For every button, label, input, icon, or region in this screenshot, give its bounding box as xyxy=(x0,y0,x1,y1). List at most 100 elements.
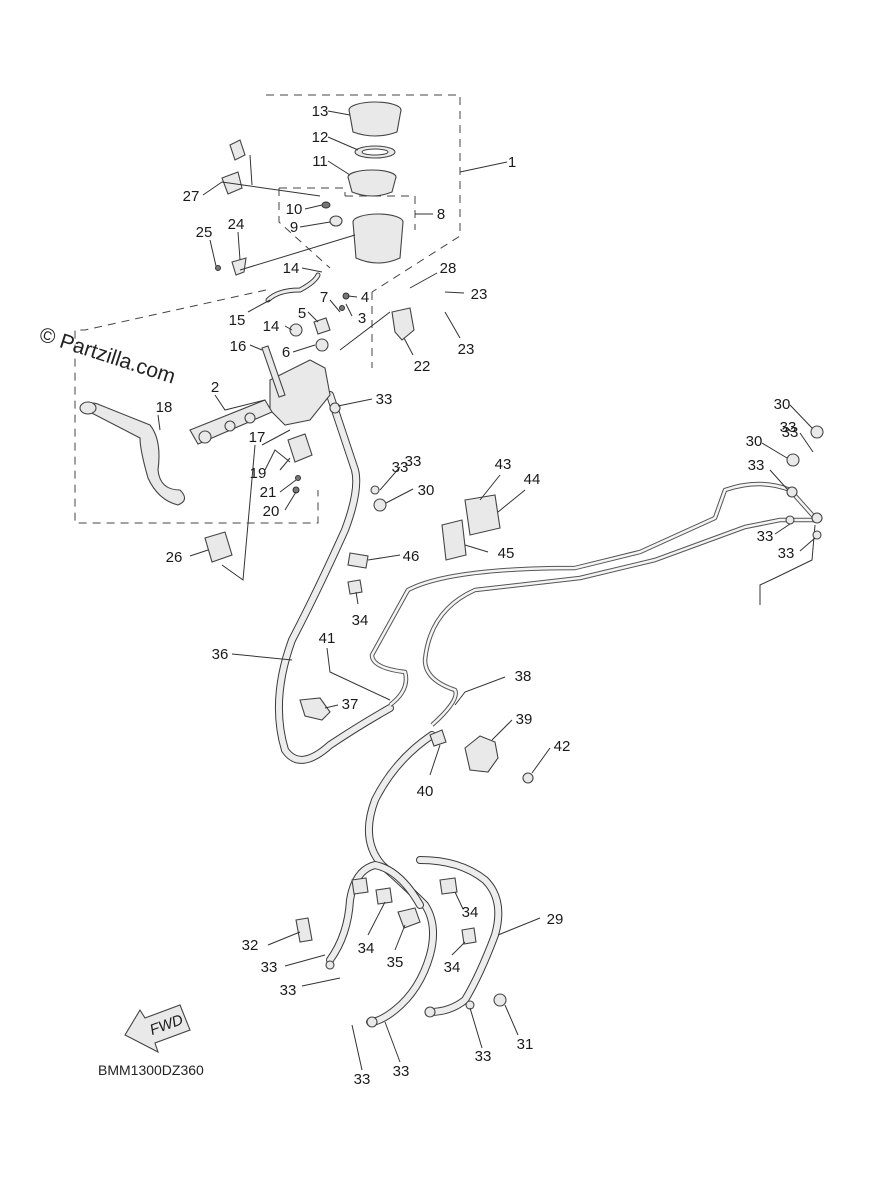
callout: 34 xyxy=(358,940,375,957)
callout: 41 xyxy=(319,630,336,647)
callout: 9 xyxy=(290,219,298,236)
union-bolt-6 xyxy=(315,338,329,352)
callout: 19 xyxy=(250,465,267,482)
callout: 44 xyxy=(524,471,541,488)
master-cylinder-group-box xyxy=(74,289,373,524)
callout: 33 xyxy=(780,419,797,436)
callout: 37 xyxy=(342,696,359,713)
watermark-group: © Partzilla.com xyxy=(37,323,179,389)
callout: 33 xyxy=(354,1071,371,1088)
clamp-34c xyxy=(375,887,393,905)
brake-pipe-38a xyxy=(369,481,817,707)
callout: 11 xyxy=(312,153,328,170)
callout: 5 xyxy=(298,305,306,322)
callout: 12 xyxy=(312,129,329,146)
callout: 16 xyxy=(230,338,247,355)
callout: 33 xyxy=(393,1063,410,1080)
reservoir-subgroup-box xyxy=(278,187,416,269)
nut-14b xyxy=(289,323,303,337)
damper-45 xyxy=(441,519,467,561)
callout: 43 xyxy=(495,456,512,473)
callout: 39 xyxy=(516,711,533,728)
grommet-10 xyxy=(321,201,331,209)
callout: 23 xyxy=(471,286,488,303)
clamp-34a xyxy=(347,579,363,595)
bracket-40 xyxy=(429,729,447,747)
callout: 7 xyxy=(320,289,328,306)
callout: 17 xyxy=(249,429,266,446)
callout: 36 xyxy=(212,646,229,663)
callout: 35 xyxy=(387,954,404,971)
fwd-arrow-icon xyxy=(124,1004,191,1054)
callout: 1 xyxy=(508,154,516,171)
brake-lines xyxy=(274,391,817,1026)
callout: 8 xyxy=(437,206,445,223)
bracket-24 xyxy=(231,257,247,276)
callout: 30 xyxy=(746,433,763,450)
screw-20 xyxy=(292,486,300,494)
callout: 18 xyxy=(156,399,173,416)
callout: 6 xyxy=(282,344,290,361)
clamp-37 xyxy=(299,697,331,721)
callout: 42 xyxy=(554,738,571,755)
callout: 29 xyxy=(547,911,564,928)
union-bolt-30c xyxy=(786,453,800,467)
callout: 10 xyxy=(286,201,303,218)
callout: 14 xyxy=(283,260,300,277)
switch-19 xyxy=(287,433,313,463)
screw-25 xyxy=(215,265,221,271)
callout: 33 xyxy=(757,528,774,545)
callout: 2 xyxy=(211,379,219,396)
callout: 40 xyxy=(417,783,434,800)
callout: 30 xyxy=(774,396,791,413)
bracket-43 xyxy=(464,494,501,536)
screw-7 xyxy=(339,305,345,311)
callouts: 1 2 3 4 5 6 7 8 9 10 11 12 13 14 14 15 1… xyxy=(156,103,799,1088)
callout: 14 xyxy=(263,318,280,335)
callout: 33 xyxy=(475,1048,492,1065)
callout: 22 xyxy=(414,358,431,375)
callout: 26 xyxy=(166,549,183,566)
clamp-34b xyxy=(351,877,369,895)
callout: 34 xyxy=(444,959,461,976)
callout: 33 xyxy=(261,959,278,976)
bracket-22 xyxy=(391,307,415,341)
callout: 24 xyxy=(228,216,245,233)
group-outlines xyxy=(74,94,461,524)
leader-lines xyxy=(157,110,816,1071)
callout: 33 xyxy=(405,453,422,470)
callout: 32 xyxy=(242,937,259,954)
callout: 34 xyxy=(462,904,479,921)
callout: 33 xyxy=(376,391,393,408)
reservoir-assembly xyxy=(215,101,404,303)
clamp-34e xyxy=(461,927,477,945)
callout: 20 xyxy=(263,503,280,520)
callout: 13 xyxy=(312,103,329,120)
joint-35 xyxy=(397,907,421,929)
guide-32 xyxy=(295,917,313,943)
callout: 3 xyxy=(358,310,366,327)
callout: 27 xyxy=(183,188,200,205)
callout: 33 xyxy=(778,545,795,562)
callout: 38 xyxy=(515,668,532,685)
callout: 34 xyxy=(352,612,369,629)
bolt-42 xyxy=(522,772,534,784)
reservoir-hose-joint-9 xyxy=(329,215,343,227)
callout: 15 xyxy=(229,312,246,329)
washer-21 xyxy=(295,475,301,481)
callout: 45 xyxy=(498,545,515,562)
callout: 4 xyxy=(361,289,369,306)
brake-lever-18 xyxy=(81,402,186,506)
bolt-16 xyxy=(261,345,286,398)
callout: 25 xyxy=(196,224,213,241)
callout: 46 xyxy=(403,548,420,565)
gasket-a xyxy=(329,402,341,414)
callout: 28 xyxy=(440,260,457,277)
callout: 33 xyxy=(748,457,765,474)
fittings xyxy=(295,402,824,1028)
fwd-arrow: FWD xyxy=(124,1004,191,1054)
pipe-end-line xyxy=(759,524,816,605)
diagram-code: BMM1300DZ360 xyxy=(98,1062,204,1078)
